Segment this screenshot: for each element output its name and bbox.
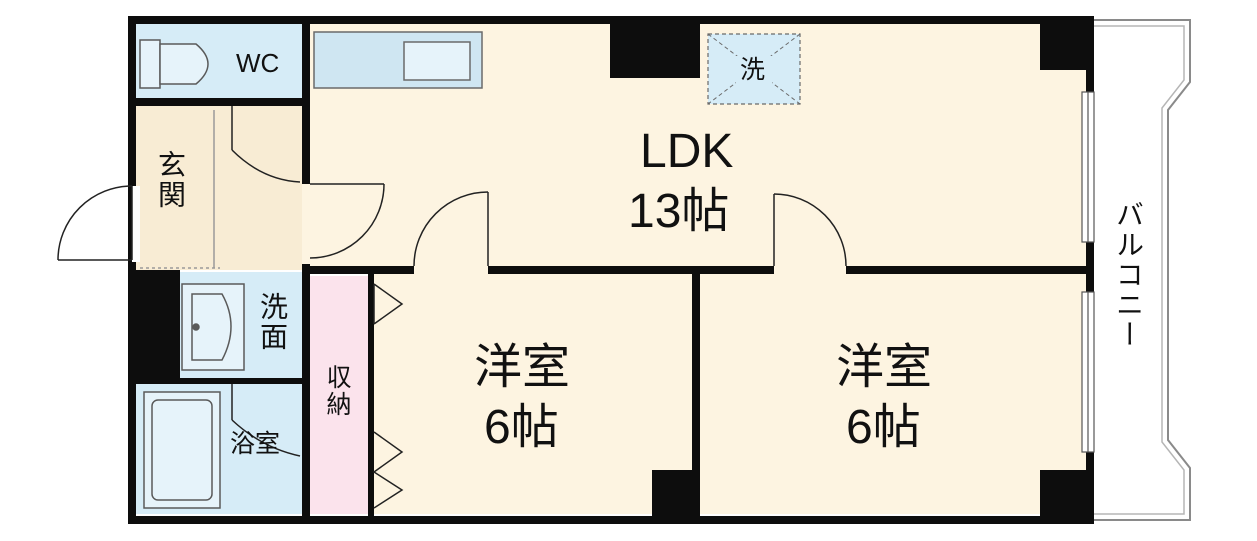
door-gap-room2 [774, 266, 846, 274]
western-room-1-label: 洋室 [474, 341, 571, 394]
wc-label: WC [236, 48, 280, 78]
balcony-label: バルコニー [1113, 200, 1144, 350]
wall-closet-left [302, 270, 310, 520]
bath-label: 浴室 [230, 430, 281, 458]
balcony-inner-outline [1089, 25, 1185, 515]
wall-wc-bottom [132, 98, 306, 106]
washer-space [707, 33, 801, 105]
balcony-outline [1089, 19, 1191, 521]
western-room-2-floor [700, 272, 1090, 514]
door-swings [57, 106, 847, 457]
closet-floor [310, 276, 368, 514]
balcony-window-1 [1081, 91, 1095, 243]
wall-block-entrance [132, 270, 180, 380]
entrance-floor [136, 104, 306, 270]
toilet-fixture [139, 39, 209, 89]
pillar-bottom-right [1040, 470, 1086, 516]
ldk-label: LDK [640, 125, 734, 178]
washroom-label: 洗面 [257, 292, 288, 352]
wash-basin-fixture [181, 283, 245, 371]
bathtub-fixture [143, 391, 221, 509]
western-room-1-floor [372, 272, 696, 514]
door-gap-hall [302, 184, 310, 264]
wall-rooms-divider [692, 270, 700, 520]
kitchen-counter [313, 31, 483, 89]
wall-closet-right [368, 270, 374, 520]
entrance-label: 玄関 [155, 150, 186, 210]
wall-wash-bath [132, 378, 306, 384]
pillar-top-right [1040, 24, 1086, 70]
balcony-window-2 [1081, 291, 1095, 453]
door-gap-ldk [414, 266, 488, 274]
pillar-kitchen [610, 24, 700, 78]
wall-ldk-left [302, 20, 310, 270]
pillar-bottom-mid [652, 470, 692, 516]
door-gap-entrance [132, 186, 140, 262]
western-room-1-size-label: 6帖 [484, 401, 559, 454]
washer-label: 洗 [740, 56, 766, 84]
closet-label: 収納 [323, 364, 351, 418]
ldk-size-label: 13帖 [628, 185, 730, 238]
western-room-2-size-label: 6帖 [846, 401, 921, 454]
western-room-2-label: 洋室 [836, 341, 933, 394]
closet-folding-doors [372, 283, 404, 509]
